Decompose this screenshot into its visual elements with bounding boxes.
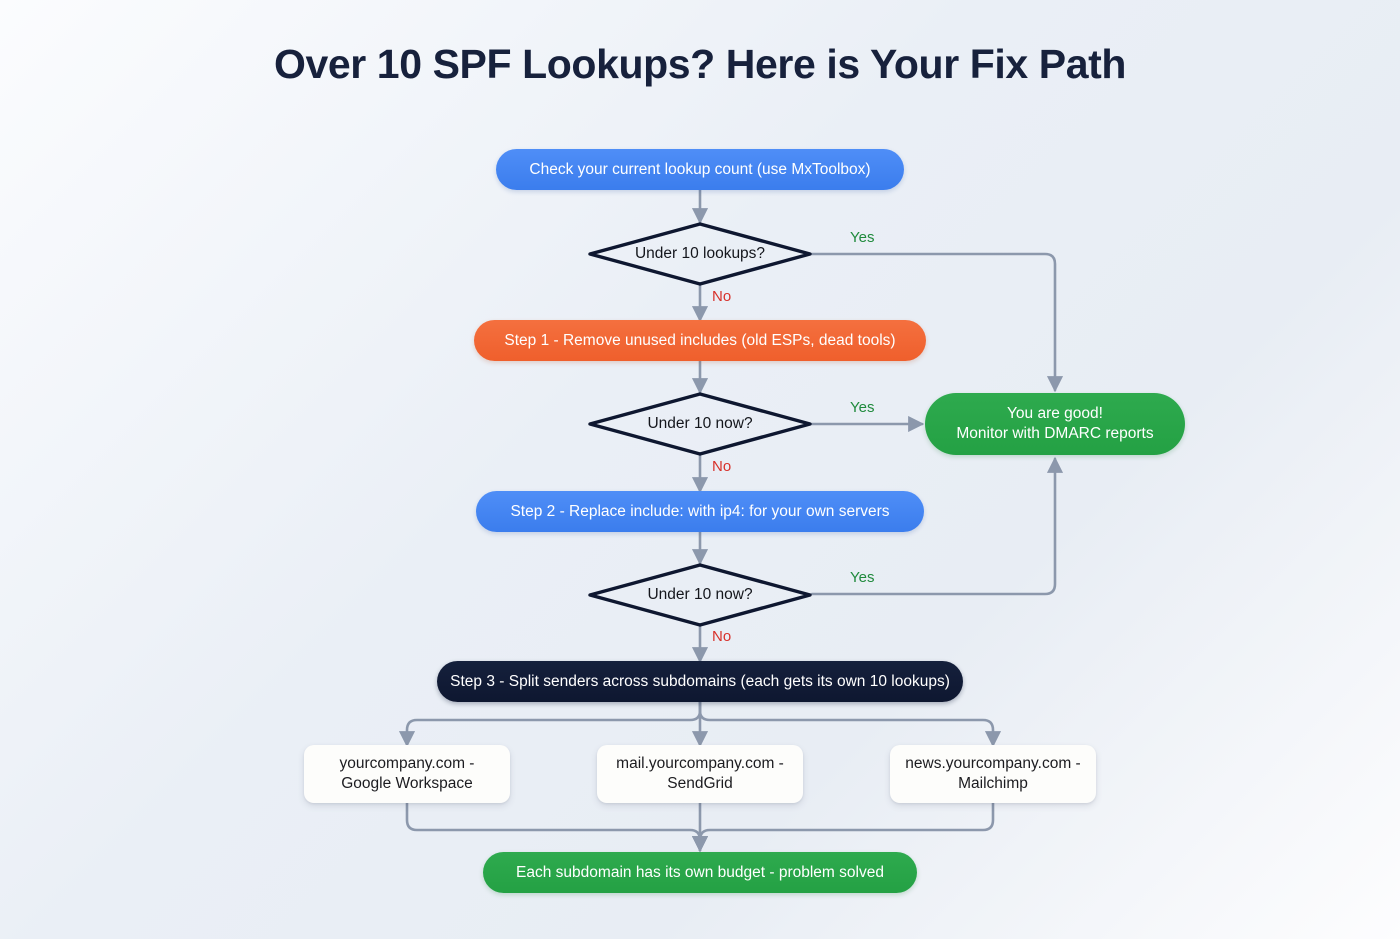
edge-label-no-2: No (712, 458, 732, 475)
node-sub3-line1: news.yourcompany.com - (905, 755, 1081, 773)
edge-label-no-1: No (712, 288, 732, 305)
node-decision3-label: Under 10 now? (647, 586, 753, 603)
node-step1-label: Step 1 - Remove unused includes (old ESP… (504, 331, 896, 349)
node-success[interactable]: You are good! Monitor with DMARC reports (925, 393, 1185, 455)
diamond-shape (588, 563, 812, 627)
edge-label-yes-3: Yes (850, 569, 875, 586)
node-sub1-line2: Google Workspace (341, 775, 473, 792)
node-decision-under-10-lookups[interactable]: Under 10 lookups? (588, 222, 812, 286)
node-start-label: Check your current lookup count (use MxT… (529, 160, 871, 178)
diamond-shape (588, 222, 812, 286)
node-decision1-label: Under 10 lookups? (634, 245, 766, 262)
node-step2[interactable]: Step 2 - Replace include: with ip4: for … (476, 491, 924, 532)
diamond-shape (588, 392, 812, 456)
node-decision-under-10-now-b[interactable]: Under 10 now? (588, 563, 812, 627)
node-final[interactable]: Each subdomain has its own budget - prob… (483, 852, 917, 893)
node-success-line1: You are good! (1007, 405, 1103, 423)
node-sub2-line1: mail.yourcompany.com - (616, 755, 784, 773)
node-decision2-label: Under 10 now? (647, 415, 753, 432)
node-sub3-line2: Mailchimp (958, 775, 1028, 792)
node-sub1-line1: yourcompany.com - (339, 755, 475, 773)
edge-label-no-3: No (712, 628, 732, 645)
node-subdomain-mail[interactable]: mail.yourcompany.com - SendGrid (597, 745, 803, 803)
edge-sub1-to-final (405, 801, 709, 853)
edge-label-yes-2: Yes (850, 399, 875, 416)
node-start[interactable]: Check your current lookup count (use MxT… (496, 149, 904, 190)
node-step3-label: Step 3 - Split senders across subdomains… (450, 672, 950, 690)
node-success-line2: Monitor with DMARC reports (956, 425, 1154, 442)
page-title: Over 10 SPF Lookups? Here is Your Fix Pa… (273, 41, 1127, 87)
node-step2-label: Step 2 - Replace include: with ip4: for … (510, 502, 890, 520)
edge-sub3-to-final (691, 801, 995, 853)
edge-label-yes-1: Yes (850, 229, 875, 246)
node-step1[interactable]: Step 1 - Remove unused includes (old ESP… (474, 320, 926, 361)
edge-step3-to-sub3 (698, 700, 1002, 748)
node-decision-under-10-now-a[interactable]: Under 10 now? (588, 392, 812, 456)
node-final-label: Each subdomain has its own budget - prob… (516, 863, 884, 881)
node-sub2-line2: SendGrid (667, 775, 733, 792)
node-subdomain-news[interactable]: news.yourcompany.com - Mailchimp (890, 745, 1096, 803)
node-step3[interactable]: Step 3 - Split senders across subdomains… (437, 661, 963, 702)
edge-step3-to-sub1 (398, 700, 702, 748)
node-subdomain-yourcompany[interactable]: yourcompany.com - Google Workspace (304, 745, 510, 803)
